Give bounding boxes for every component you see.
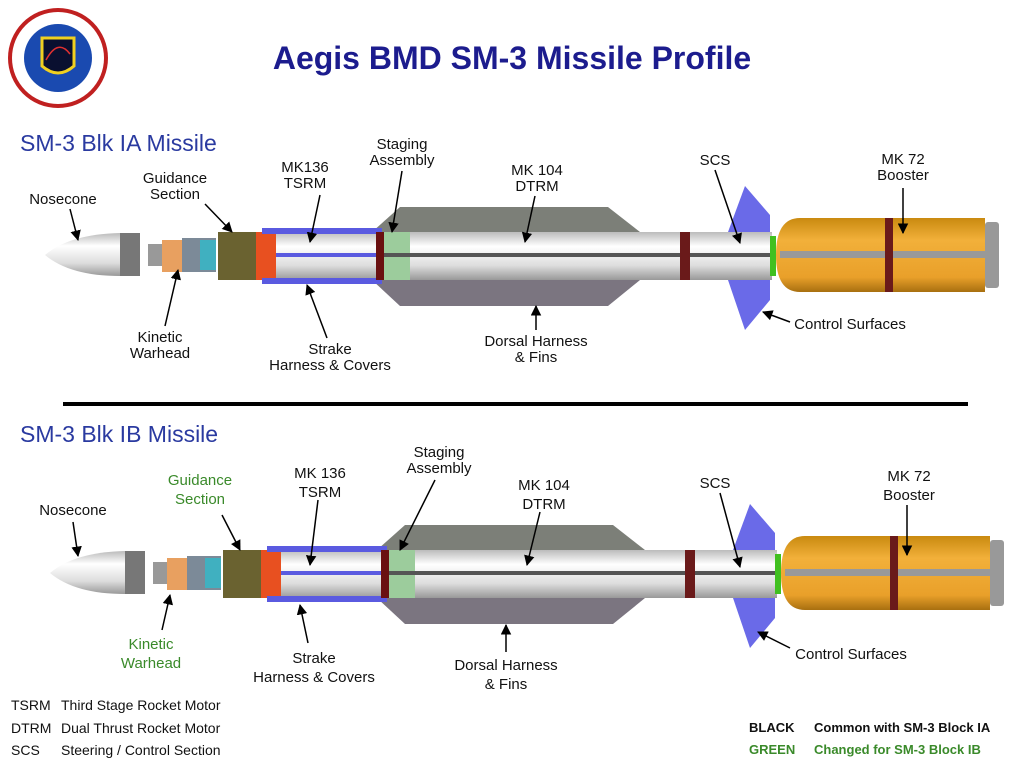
label-line: Guidance	[142, 170, 208, 187]
label-line: Assembly	[406, 460, 472, 477]
page-title: Aegis BMD SM-3 Missile Profile	[272, 40, 752, 76]
label-dorsal: Dorsal Harness& Fins	[484, 334, 587, 366]
abbr: SCS	[11, 742, 40, 758]
strake-top	[262, 228, 382, 234]
label-scs: SCS	[699, 475, 731, 492]
kinetic-warhead	[148, 244, 162, 266]
label-line: & Fins	[514, 349, 558, 366]
label-line: Guidance	[167, 472, 233, 489]
mda-logo	[8, 8, 108, 108]
color-key-name: BLACK	[749, 720, 795, 735]
strake-bottom	[262, 278, 382, 284]
label-line: MK 136	[294, 465, 346, 482]
dorsal-fin-top	[372, 207, 640, 232]
color-key-row: GREEN Changed for SM-3 Block IB	[749, 742, 981, 757]
guidance-section	[218, 232, 256, 280]
missile-drawing	[45, 186, 999, 330]
label-line: Staging	[376, 136, 428, 153]
label-line: Kinetic	[137, 329, 183, 346]
label-line: MK 104	[518, 477, 570, 494]
abbr: DTRM	[11, 720, 52, 736]
label-line: Section	[149, 186, 201, 203]
label-line: DTRM	[515, 178, 559, 195]
label-line: Warhead	[129, 345, 191, 362]
booster-nozzles	[985, 222, 999, 288]
control-surface-top	[728, 186, 770, 232]
label-line: TSRM	[298, 484, 342, 501]
dorsal-fin-bottom	[372, 280, 640, 306]
label-control-surfaces: Control Surfaces	[795, 646, 907, 663]
label-line: Dorsal Harness	[454, 657, 558, 674]
abbr-meaning: Steering / Control Section	[61, 742, 221, 758]
abbreviation-row: TSRM Third Stage Rocket Motor	[11, 697, 221, 713]
control-surface-bottom	[728, 280, 770, 330]
color-key-name: GREEN	[749, 742, 796, 757]
label-line: MK 104	[511, 162, 563, 179]
label-line: TSRM	[283, 175, 327, 192]
label-line: Booster	[883, 487, 935, 504]
section-heading-ia: SM-3 Blk IA Missile	[20, 130, 217, 156]
nosecone	[45, 233, 120, 276]
label-line: Assembly	[369, 152, 435, 169]
missile-drawing-ib	[50, 504, 1004, 648]
color-key-row: BLACK Common with SM-3 Block IA	[749, 720, 990, 735]
label-line: Staging	[413, 444, 465, 461]
abbr-meaning: Dual Thrust Rocket Motor	[61, 720, 221, 736]
label-line: Warhead	[120, 655, 182, 672]
color-key-meaning: Common with SM-3 Block IA	[814, 720, 991, 735]
label-line: Kinetic	[128, 636, 174, 653]
label-nosecone: Nosecone	[39, 502, 107, 519]
label-dorsal: Dorsal Harness & Fins	[454, 656, 557, 694]
label-line: MK136	[281, 159, 329, 176]
label-line: DTRM	[522, 496, 566, 513]
abbr: TSRM	[11, 697, 51, 713]
label-control-surfaces: Control Surfaces	[794, 316, 906, 333]
abbr-meaning: Third Stage Rocket Motor	[61, 697, 221, 713]
label-booster: MK 72 Booster	[883, 467, 935, 505]
label-line: Harness & Covers	[253, 669, 375, 686]
label-line: Harness & Covers	[269, 357, 391, 374]
label-line: Booster	[877, 167, 929, 184]
callout-arrows	[69, 169, 913, 652]
label-line: Strake	[308, 341, 352, 358]
section-heading-ib: SM-3 Blk IB Missile	[20, 421, 219, 447]
abbreviation-row: DTRM Dual Thrust Rocket Motor	[11, 720, 220, 736]
label-line: Dorsal Harness	[484, 333, 588, 350]
label-line: MK 72	[881, 151, 925, 168]
label-line: Strake	[292, 650, 336, 667]
abbreviation-row: SCS Steering / Control Section	[11, 742, 221, 758]
label-line: Section	[174, 491, 226, 508]
label-scs: SCS	[699, 152, 731, 169]
label-line: & Fins	[484, 676, 528, 693]
label-line: MK 72	[887, 468, 931, 485]
color-key-meaning: Changed for SM-3 Block IB	[814, 742, 981, 757]
label-nosecone: Nosecone	[29, 191, 97, 208]
